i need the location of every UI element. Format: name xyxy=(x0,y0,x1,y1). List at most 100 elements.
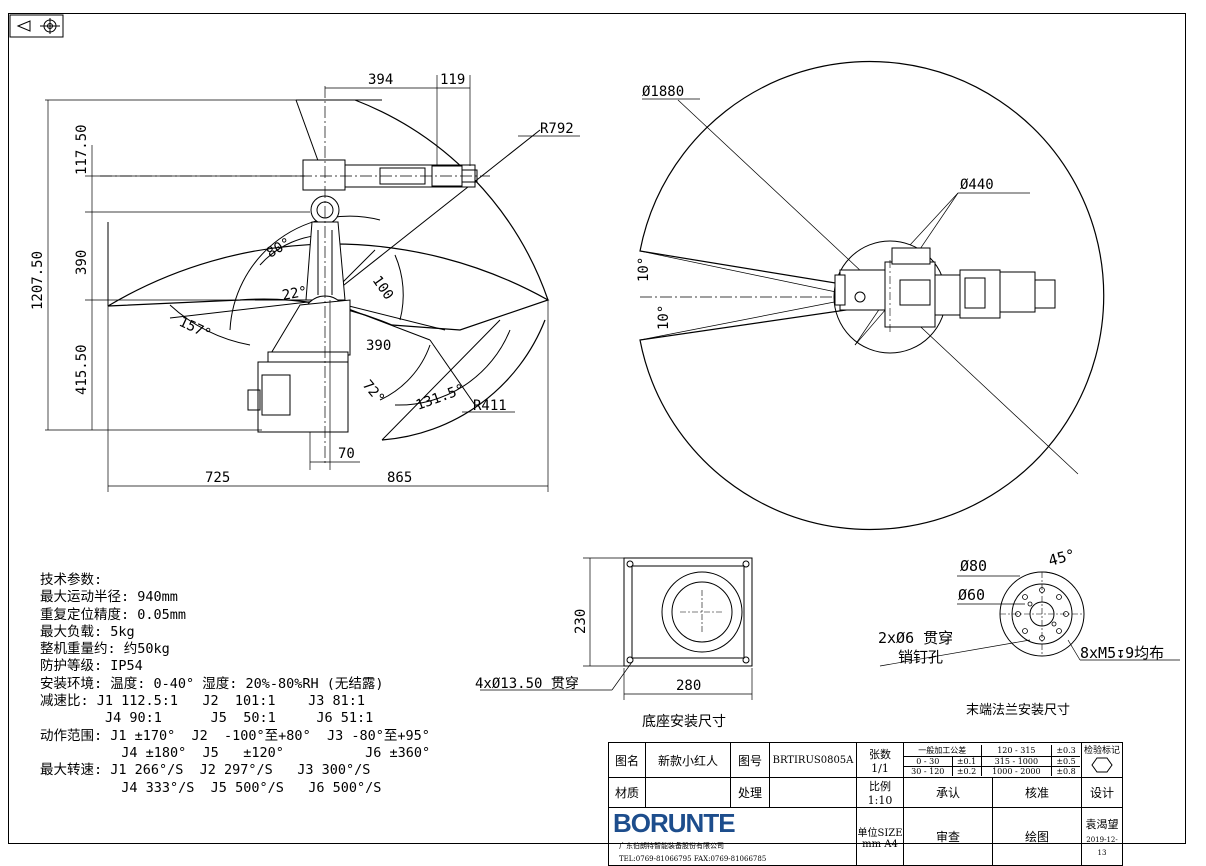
inspect-label: 检验标记 xyxy=(1083,746,1120,756)
base-caption: 底座安装尺寸 xyxy=(642,714,726,730)
spec-line: J4 90:1 J5 50:1 J6 51:1 xyxy=(40,710,374,727)
scale-label: 比例 xyxy=(869,780,891,793)
flange-view-labels: Ø80 Ø60 45° 2xØ6 贯穿 销钉孔 8xM5↧9均布 xyxy=(878,545,1164,666)
unit-value: mm xyxy=(862,838,882,850)
angle-45: 45° xyxy=(1046,545,1077,569)
side-view xyxy=(45,75,580,492)
tolerance-table: 一般加工公差 120 - 315 ±0.3 0 - 30 ±0.1 315 - … xyxy=(904,744,1080,776)
size-value: A4 xyxy=(884,838,898,850)
spec-line: 最大负载: 5kg xyxy=(40,623,135,640)
diameter-60: Ø60 xyxy=(958,586,985,604)
dim-725: 725 xyxy=(205,470,230,486)
spec-line: 安装环境: 温度: 0-40° 湿度: 20%-80%RH (无结露) xyxy=(40,675,384,692)
angle-80: 80° xyxy=(264,235,294,262)
holes-4x13-50: 4xØ13.50 贯穿 xyxy=(475,676,579,692)
screw-holes: 8xM5↧9均布 xyxy=(1080,644,1164,662)
hexagon-icon xyxy=(1091,757,1113,773)
spec-line: 防护等级: IP54 xyxy=(40,658,143,675)
tol-cell: ±0.5 xyxy=(1051,756,1080,767)
top-view-labels: Ø1880 Ø440 10° 10° xyxy=(636,84,994,330)
draw-label: 绘图 xyxy=(992,807,1082,866)
material-label: 材质 xyxy=(608,777,646,808)
tolerance-block: 一般加工公差 120 - 315 ±0.3 0 - 30 ±0.1 315 - … xyxy=(903,742,1082,778)
dim-117-50: 117.50 xyxy=(74,124,90,175)
base-view xyxy=(480,557,753,700)
tech-specs: 技术参数: 最大运动半径: 940mm 重复定位精度: 0.05mm 最大负载:… xyxy=(40,572,510,797)
tol-cell: ±0.1 xyxy=(952,756,982,767)
company-name: 广东伯朗特智能装备股份有限公司 xyxy=(619,842,724,850)
unit-size-cell: 单位SIZE mm A4 xyxy=(856,807,904,866)
material-value xyxy=(645,777,731,808)
name-label: 图名 xyxy=(608,742,646,778)
tol-cell: 30 - 120 xyxy=(904,766,953,776)
tol-cell: ±0.8 xyxy=(1056,766,1076,776)
pin-holes: 2xØ6 贯穿 xyxy=(878,629,953,647)
spec-line: 减速比: J1 112.5:1 J2 101:1 J3 81:1 xyxy=(40,693,365,710)
dim-70: 70 xyxy=(338,446,355,462)
size-label: SIZE xyxy=(877,827,903,839)
company-info: 广东伯朗特智能装备股份有限公司 TEL:0769-81066795 FAX:07… xyxy=(619,839,766,865)
approve-label: 承认 xyxy=(903,777,993,808)
sheets-label: 张数 xyxy=(869,747,891,761)
angle-22: 22° xyxy=(281,284,309,304)
tol-cell: 0 - 30 xyxy=(904,756,953,767)
spec-line: 最大运动半径: 940mm xyxy=(40,589,178,606)
angle-10-lower: 10° xyxy=(656,305,672,330)
dim-394: 394 xyxy=(368,72,393,88)
designer-name: 袁渴望 xyxy=(1085,817,1119,831)
spec-line: J4 ±180° J5 ±120° J6 ±360° xyxy=(40,744,431,761)
base-view-labels: 230 280 4xØ13.50 贯穿 xyxy=(475,609,701,694)
tol-cell: ±0.2 xyxy=(952,766,982,776)
company-cell: BORUNTE 广东伯朗特智能装备股份有限公司 TEL:0769-8106679… xyxy=(608,807,857,866)
spec-line: 重复定位精度: 0.05mm xyxy=(40,606,187,623)
projection-symbol xyxy=(9,14,64,38)
diameter-440: Ø440 xyxy=(960,177,994,193)
spec-line: 最大转速: J1 266°/S J2 297°/S J3 300°/S xyxy=(40,762,371,779)
angle-131-5: 131.5° xyxy=(414,381,467,413)
diameter-1880: Ø1880 xyxy=(642,84,684,100)
spec-line: J4 333°/S J5 500°/S J6 500°/S xyxy=(40,779,382,796)
drawing-border xyxy=(8,13,1186,844)
radius-792: R792 xyxy=(540,121,574,137)
dim-1207-50: 1207.50 xyxy=(30,251,46,310)
angle-100: 100 xyxy=(369,273,397,303)
flange-view xyxy=(879,571,1180,667)
pin-holes-desc: 销钉孔 xyxy=(898,648,943,666)
tol-head-range: 120 - 315 xyxy=(981,744,1053,757)
design-date: 2019-12-13 xyxy=(1086,835,1118,857)
tol-cell: 315 - 1000 xyxy=(981,756,1053,767)
angle-72: 72° xyxy=(359,377,388,407)
specs-title: 技术参数: xyxy=(40,572,103,588)
tolerance-title: 一般加工公差 xyxy=(904,744,982,757)
design-label: 设计 xyxy=(1081,777,1123,808)
scale-value: 1:10 xyxy=(867,794,893,807)
dim-390-arm: 390 xyxy=(366,338,391,354)
dim-415-50: 415.50 xyxy=(74,344,90,395)
tol-cell: 1000 - 2000 xyxy=(981,766,1053,776)
drawing-no-label: 图号 xyxy=(730,742,770,778)
designer-cell: 袁渴望 2019-12-13 xyxy=(1081,807,1123,866)
company-contact: TEL:0769-81066795 FAX:0769-81066785 xyxy=(619,855,767,863)
diameter-80: Ø80 xyxy=(960,557,987,575)
drawing-no: BRTIRUS0805A xyxy=(769,742,857,778)
process-label: 处理 xyxy=(730,777,770,808)
dim-390-vertical: 390 xyxy=(74,250,90,275)
sheets-value: 1/1 xyxy=(871,761,889,775)
dim-280: 280 xyxy=(676,678,701,694)
dim-230: 230 xyxy=(573,609,589,634)
process-value xyxy=(769,777,857,808)
dim-865: 865 xyxy=(387,470,412,486)
tol-head-value: ±0.3 xyxy=(1051,744,1080,757)
drawing-name: 新款小红人 xyxy=(645,742,731,778)
borunte-logo: BORUNTE xyxy=(613,808,736,838)
angle-10-upper: 10° xyxy=(636,257,652,282)
check-label: 核准 xyxy=(992,777,1082,808)
top-view xyxy=(639,60,1105,531)
unit-label: 单位 xyxy=(857,827,878,839)
radius-411: R411 xyxy=(473,398,507,414)
review-label: 审查 xyxy=(903,807,993,866)
